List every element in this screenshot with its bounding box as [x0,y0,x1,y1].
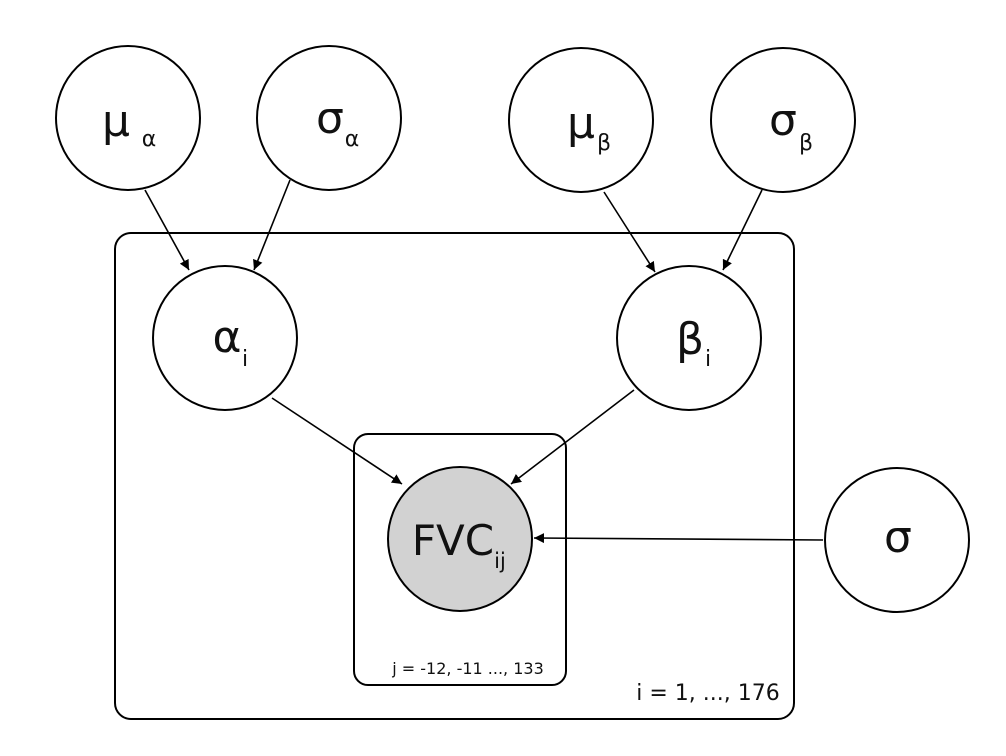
outer-plate [114,232,795,720]
svg-text:i: i [705,347,711,372]
node-alpha-i-subscript: i [242,347,248,372]
svg-text:β: β [597,131,611,156]
outer-plate-label: i = 1, ..., 176 [636,681,779,706]
node-sigma-alpha-symbol: σ [316,93,344,144]
edge-sigma-to-fvc [533,533,824,544]
node-sigma-beta-symbol: σ [769,95,797,146]
node-sigma-beta-subscript: β [799,131,813,156]
inner-plate-label: j = -12, -11 ..., 133 [391,659,544,678]
svg-text:β: β [676,314,704,365]
svg-text:FVC: FVC [412,516,494,565]
edge-alpha-i-to-fvc [271,397,403,485]
node-sigma-alpha: σ α [256,45,402,191]
node-mu-beta-subscript: β [597,131,611,156]
node-fvc-symbol: FVC [412,516,494,565]
svg-text:α: α [345,127,360,152]
node-sigma-beta: σ β [710,47,856,193]
edge-sigma-beta-to-beta-i [722,189,763,271]
node-fvc-ij: FVC ij [387,466,533,612]
node-mu-alpha: μ α [55,45,201,191]
edges [144,179,824,544]
node-mu-alpha-symbol: μ [102,96,130,147]
svg-text:μ: μ [102,96,130,147]
edge-mu-alpha-to-alpha-i [144,189,190,271]
node-fvc-subscript: ij [494,549,506,573]
node-mu-beta: μ β [508,47,654,193]
edge-sigma-alpha-to-alpha-i [253,179,291,271]
svg-text:ij: ij [494,549,506,573]
edge-mu-beta-to-beta-i [603,191,656,273]
node-alpha-i: α i [152,265,298,411]
node-beta-i-subscript: i [705,347,711,372]
svg-text:i: i [242,347,248,372]
node-beta-i: β i [616,265,762,411]
node-sigma-symbol: σ [884,512,912,563]
node-sigma-alpha-subscript: α [345,127,360,152]
node-beta-i-symbol: β [676,314,704,365]
svg-text:α: α [212,312,241,363]
node-mu-beta-symbol: μ [567,98,595,149]
inner-plate [353,433,567,686]
node-alpha-i-symbol: α [212,312,241,363]
svg-text:μ: μ [567,98,595,149]
svg-text:β: β [799,131,813,156]
node-mu-alpha-subscript: α [142,127,157,152]
svg-text:σ: σ [884,512,912,563]
svg-text:σ: σ [769,95,797,146]
svg-text:σ: σ [316,93,344,144]
edge-beta-i-to-fvc [510,389,635,485]
svg-text:α: α [142,127,157,152]
node-sigma: σ [824,467,970,613]
